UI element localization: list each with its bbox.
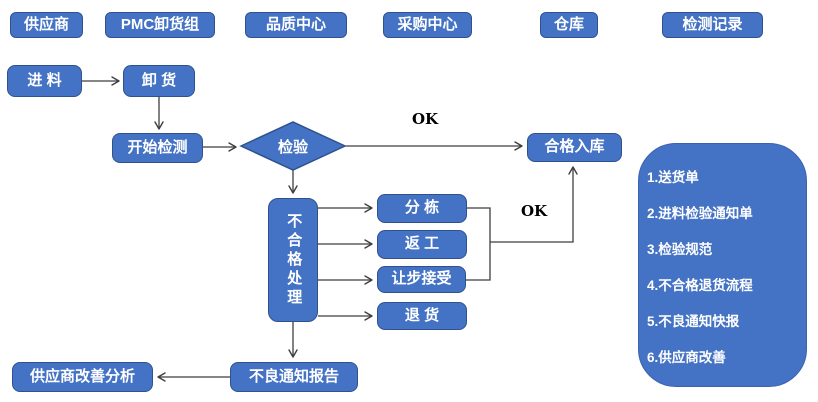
node-inspection-decision-label: 检验 (277, 138, 308, 156)
lane-purchasing-center: 采购中心 (383, 12, 472, 38)
ok-branch-label-top: OK (411, 110, 439, 128)
panel-item-nonconforming-return-process: 4.不合格退货流程 (647, 278, 753, 293)
node-return-goods: 退 货 (377, 302, 467, 330)
node-incoming-material: 进 料 (7, 65, 82, 97)
panel-item-inspection-spec: 3.检验规范 (647, 242, 713, 257)
ok-branch-label-mid: OK (520, 202, 548, 220)
lane-supplier: 供应商 (10, 12, 83, 38)
node-start-inspection: 开始检测 (112, 133, 203, 163)
panel-item-incoming-inspection-notice: 2.进料检验通知单 (647, 206, 753, 221)
node-unloading: 卸 货 (123, 65, 195, 97)
lane-pmc-unloading-group: PMC卸货组 (105, 12, 215, 38)
node-supplier-improvement-analysis: 供应商改善分析 (12, 362, 153, 392)
node-nonconforming-handling: 不合格处理 (268, 198, 318, 322)
lane-inspection-records: 检测记录 (662, 12, 763, 38)
lane-warehouse: 仓库 (540, 12, 598, 38)
node-concession-acceptance: 让步接受 (377, 266, 466, 293)
panel-item-supplier-improvement: 6.供应商改善 (647, 350, 726, 365)
node-rework: 返 工 (377, 230, 467, 259)
panel-item-defect-notice-bulletin: 5.不良通知快报 (647, 314, 740, 329)
node-defect-notice-report: 不良通知报告 (230, 362, 358, 392)
lane-quality-center: 品质中心 (245, 12, 347, 38)
node-qualified-storage: 合格入库 (527, 133, 622, 162)
node-sorting: 分 栋 (377, 194, 467, 223)
documents-panel: 1.送货单 2.进料检验通知单 3.检验规范 4.不合格退货流程 5.不良通知快… (638, 143, 807, 387)
connector-sorting-concession-join (466, 207, 491, 281)
panel-item-delivery-note: 1.送货单 (647, 170, 699, 185)
